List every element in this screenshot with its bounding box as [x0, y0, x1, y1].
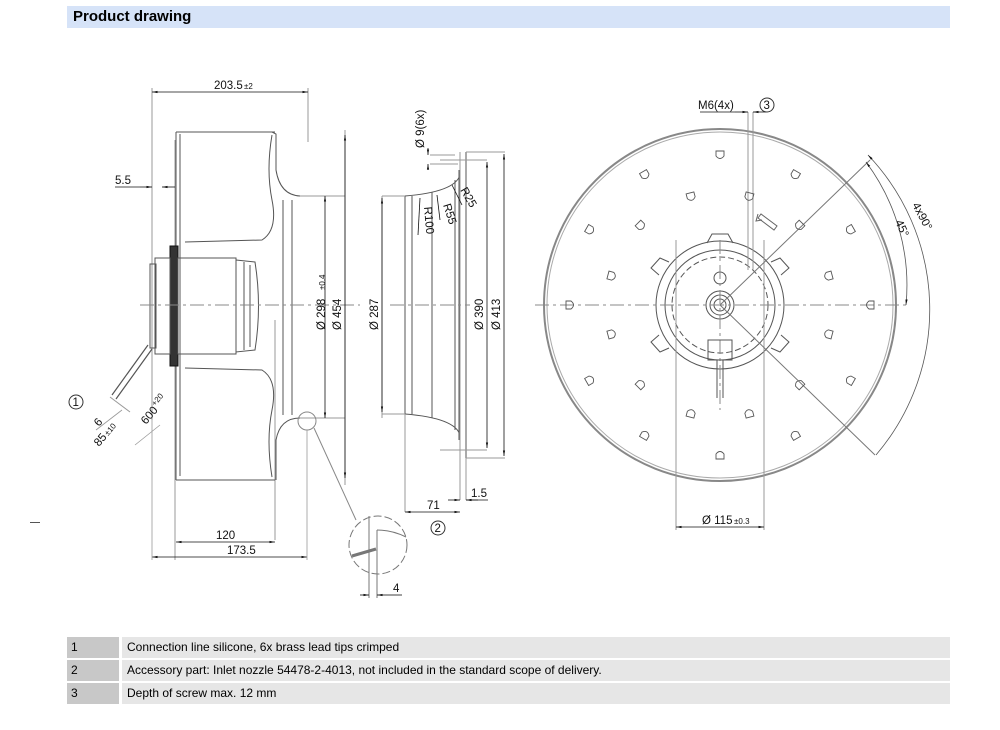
note-text: Depth of screw max. 12 mm: [122, 683, 950, 704]
callout-2: 2: [430, 520, 446, 536]
blade-tabs: [565, 150, 875, 460]
note-row: 1 Connection line silicone, 6x brass lea…: [67, 637, 950, 658]
blade-tab: [790, 169, 802, 180]
side-view: [109, 88, 408, 598]
front-view: [535, 112, 910, 530]
dim-d298: Ø 298: [316, 299, 328, 330]
note-number: 3: [67, 683, 119, 704]
blade-tab: [715, 451, 725, 460]
svg-text:2: 2: [435, 523, 441, 535]
dim-detail-4: 4: [393, 583, 400, 595]
dim-1-5: 1.5: [471, 488, 487, 500]
dim-overall-length-tol: ±2: [244, 82, 253, 91]
cable-dim-6: 6: [92, 416, 105, 429]
callout-3: 3: [759, 97, 775, 113]
note-number: 2: [67, 660, 119, 681]
blade-tab: [824, 329, 834, 340]
dim-d115: Ø 115 ±0.3: [702, 515, 750, 527]
svg-text:±0.3: ±0.3: [734, 517, 750, 526]
angle-45: 45°: [892, 218, 910, 239]
notes-table: 1 Connection line silicone, 6x brass lea…: [67, 637, 950, 706]
blade-tab: [790, 430, 802, 441]
blade-tab: [845, 223, 856, 235]
dim-r100: R100: [421, 206, 435, 234]
section-header: Product drawing: [67, 6, 950, 28]
thread-label: M6(4x): [698, 100, 734, 112]
note-row: 2 Accessory part: Inlet nozzle 54478-2-4…: [67, 660, 950, 681]
note-row: 3 Depth of screw max. 12 mm: [67, 683, 950, 704]
cable-dim-600: 600: [139, 405, 161, 427]
dim-d413: Ø 413: [491, 299, 503, 330]
dim-120: 120: [216, 530, 235, 542]
callout-1: 1: [68, 394, 84, 410]
note-text: Accessory part: Inlet nozzle 54478-2-401…: [122, 660, 950, 681]
margin-mark: [30, 522, 40, 523]
blade-tab: [565, 300, 574, 310]
blade-tab: [744, 409, 755, 419]
dim-holes: Ø 9(6x): [415, 109, 427, 148]
dim-d298-tol: ±0.4: [318, 274, 327, 290]
blade-tab: [715, 150, 725, 159]
dim-d287: Ø 287: [369, 299, 381, 330]
note-text: Connection line silicone, 6x brass lead …: [122, 637, 950, 658]
section-title: Product drawing: [73, 8, 192, 25]
svg-text:Ø 115: Ø 115: [702, 515, 732, 527]
nozzle-dimensions: [380, 148, 506, 514]
blade-tab: [685, 409, 696, 419]
blade-tab: [744, 191, 755, 201]
blade-tab: [606, 270, 616, 281]
dim-d390: Ø 390: [474, 299, 486, 330]
blade-tab: [638, 169, 650, 180]
blade-tab: [795, 219, 806, 230]
blade-tab: [606, 329, 616, 340]
blade-tab: [845, 375, 856, 387]
blade-tab: [795, 380, 806, 391]
cable-dim-85-tol: ±10: [103, 421, 119, 437]
dim-d454: Ø 454: [332, 298, 344, 330]
blade-tab: [824, 270, 834, 281]
blade-tab: [634, 219, 645, 230]
svg-text:1: 1: [73, 397, 79, 409]
note-number: 1: [67, 637, 119, 658]
side-view-dimensions: [115, 90, 402, 597]
dim-71: 71: [427, 500, 440, 512]
blade-tab: [584, 375, 595, 387]
dim-r25: R25: [457, 186, 478, 210]
svg-text:3: 3: [764, 100, 770, 112]
angle-4x90: 4x90°: [909, 201, 933, 233]
blade-tab: [584, 223, 595, 235]
blade-tab: [634, 380, 645, 391]
front-dimensions: [676, 110, 931, 529]
blade-tab: [638, 430, 650, 441]
dim-overall-length: 203.5: [214, 80, 243, 92]
dim-173-5: 173.5: [227, 545, 256, 557]
blade-tab: [685, 191, 696, 201]
dim-flange-offset: 5.5: [115, 175, 131, 187]
